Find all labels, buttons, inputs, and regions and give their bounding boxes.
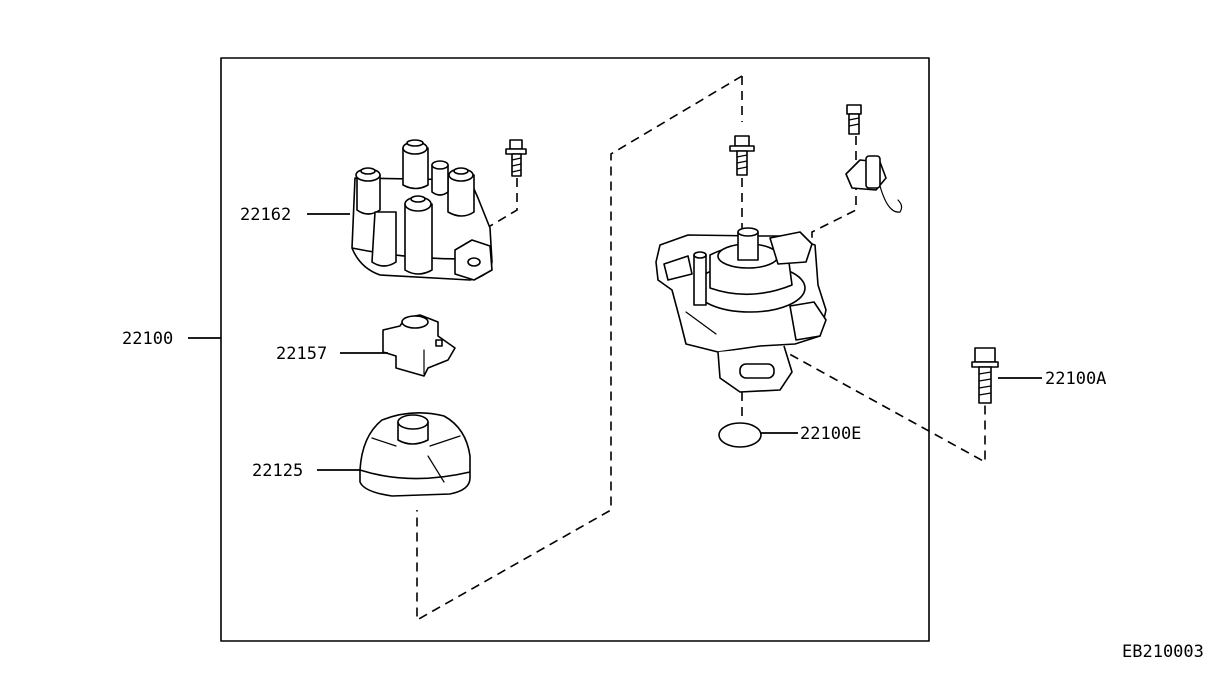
cap-screw-part	[505, 139, 527, 177]
callout-22125: 22125	[252, 461, 303, 481]
shaft-bolt-part	[729, 135, 755, 176]
callout-22162: 22162	[240, 205, 291, 225]
callout-22100: 22100	[122, 329, 173, 349]
distributor-cap-part	[351, 139, 493, 281]
sensor-dash	[811, 136, 857, 246]
sensor-part	[845, 155, 903, 213]
assembly-frame	[220, 57, 930, 642]
oring-part	[718, 422, 762, 448]
bolt-22100a-part	[971, 347, 999, 404]
alignment-dash-path	[416, 75, 743, 622]
bolt-22100a-dash	[763, 339, 986, 464]
figure-code: EB210003	[1122, 642, 1204, 662]
seal-cover-part	[359, 412, 471, 497]
sensor-screw-part	[846, 104, 862, 135]
callout-22100e: 22100E	[800, 424, 861, 444]
callout-22157: 22157	[276, 344, 327, 364]
callout-22100a: 22100A	[1045, 369, 1106, 389]
rotor-part	[382, 314, 456, 377]
distributor-housing-part	[655, 227, 827, 393]
